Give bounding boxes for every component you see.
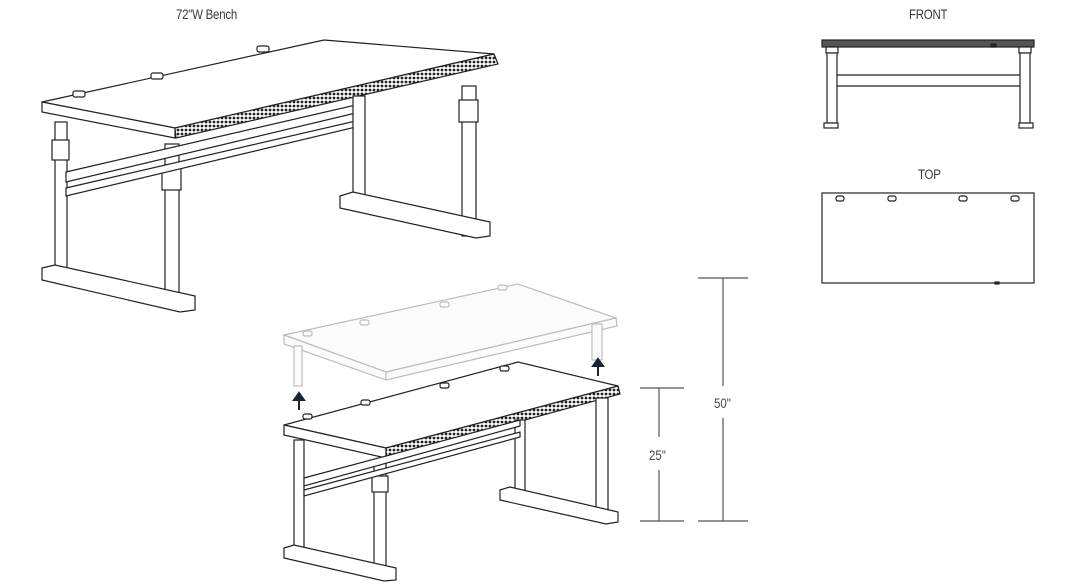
- top-view-drawing: [821, 192, 1035, 285]
- top-view-title: TOP: [918, 166, 941, 182]
- isometric-bench-seated: [283, 361, 621, 582]
- up-arrow-icon: [292, 391, 306, 410]
- front-view-drawing: [821, 39, 1035, 129]
- raised-bench-ghost: [281, 283, 619, 387]
- isometric-bench-main: [41, 39, 499, 313]
- standing-height-label: 50": [714, 393, 731, 413]
- main-view-title: 72"W Bench: [176, 6, 237, 22]
- seated-height-label: 25": [649, 445, 666, 465]
- up-arrow-icon: [591, 357, 605, 376]
- front-view-title: FRONT: [909, 6, 948, 22]
- dimension-lines: [640, 277, 748, 522]
